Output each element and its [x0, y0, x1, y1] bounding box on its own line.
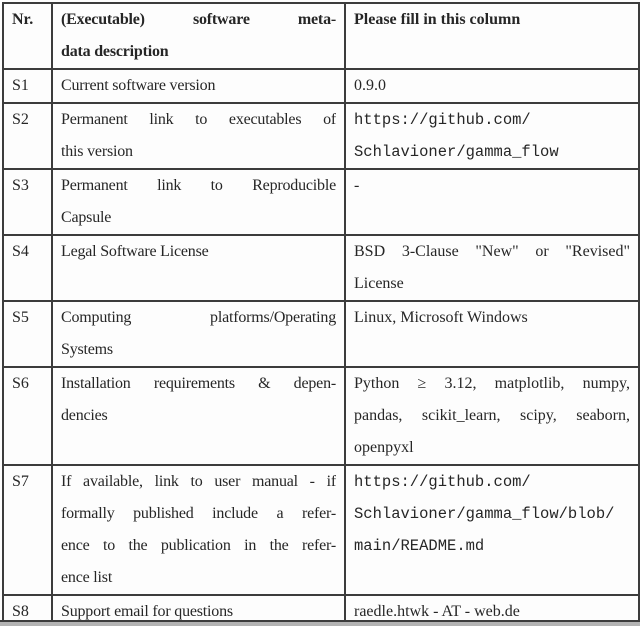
value-cell: -: [344, 168, 640, 236]
text-line: Support email for questions: [61, 603, 233, 620]
text-line: Legal Software License: [61, 243, 209, 260]
header-row: Nr. (Executable) software meta-data desc…: [2, 2, 640, 70]
text-line: Permanent link to Reproducible: [61, 177, 336, 194]
row-id-cell: S3: [2, 168, 53, 236]
table-header: Nr. (Executable) software meta-data desc…: [2, 2, 640, 70]
text-line: https://github.com/: [354, 473, 531, 491]
text-line: openpyxl: [354, 439, 414, 456]
text-line: If available, link to user manual - if: [61, 473, 336, 490]
col-header-nr: Nr.: [2, 2, 53, 70]
row-id-cell: S6: [2, 366, 53, 466]
text-line: Current software version: [61, 77, 216, 94]
value-cell: https://github.com/Schlavioner/gamma_flo…: [344, 464, 640, 596]
text-line: Installation requirements & depen-: [61, 375, 336, 392]
text-line: https://github.com/: [354, 111, 531, 129]
text-line: ence list: [61, 569, 113, 586]
text-line: Schlavioner/gamma_flow: [354, 143, 559, 161]
value-cell: Python ≥ 3.12, matplotlib, numpy, pandas,…: [344, 366, 640, 466]
text-line: Python ≥ 3.12, matplotlib, numpy,: [354, 375, 630, 392]
text-line: BSD 3-Clause "New" or "Revised": [354, 243, 630, 260]
description-cell: Permanent link to executables of this ver…: [51, 102, 346, 170]
value-cell: Linux, Microsoft Windows: [344, 300, 640, 368]
description-cell: Current software version: [51, 68, 346, 104]
text-line: dencies: [61, 407, 108, 424]
text-line: main/README.md: [354, 537, 485, 555]
value-cell: BSD 3-Clause "New" or "Revised" License: [344, 234, 640, 302]
row-id-cell: S7: [2, 464, 53, 596]
text-line: -: [354, 177, 360, 194]
text-line: raedle.htwk - AT - web.de: [354, 603, 520, 620]
table-row: S2 Permanent link to executables of this v…: [2, 102, 640, 170]
text-line: Capsule: [61, 209, 112, 226]
col-header-description: (Executable) software meta-data descript…: [51, 2, 346, 70]
page-cut-edge: [0, 620, 640, 626]
row-id-cell: S1: [2, 68, 53, 104]
description-cell: If available, link to user manual - if fo…: [51, 464, 346, 596]
col-header-fill: Please fill in this column: [344, 2, 640, 70]
text-line: Permanent link to executables of: [61, 111, 336, 128]
text-line: Linux, Microsoft Windows: [354, 309, 528, 326]
description-cell: Installation requirements & depen-dencie…: [51, 366, 346, 466]
text-line: Schlavioner/gamma_flow/blob/: [354, 505, 615, 523]
text-line: Please fill in this column: [354, 11, 521, 28]
text-line: data description: [61, 43, 169, 60]
value-cell: https://github.com/Schlavioner/gamma_flo…: [344, 102, 640, 170]
text-line: pandas, scikit_learn, scipy, seaborn,: [354, 407, 630, 424]
text-line: 0.9.0: [354, 77, 386, 94]
text-line: formally published include a refer-: [61, 505, 336, 522]
text-line: (Executable) software meta-: [61, 11, 336, 28]
description-cell: Legal Software License: [51, 234, 346, 302]
text-line: Systems: [61, 341, 113, 358]
row-id-cell: S5: [2, 300, 53, 368]
table-row: S1 Current software version 0.9.0: [2, 68, 640, 104]
table-row: S4 Legal Software License BSD 3-Clause "Ne…: [2, 234, 640, 302]
text-line: Computing platforms/Operating: [61, 309, 336, 326]
row-id-cell: S4: [2, 234, 53, 302]
row-id-cell: S2: [2, 102, 53, 170]
value-cell: 0.9.0: [344, 68, 640, 104]
text-line: this version: [61, 143, 133, 160]
text-line: License: [354, 275, 404, 292]
text-line: ence to the publication in the refer-: [61, 537, 336, 554]
